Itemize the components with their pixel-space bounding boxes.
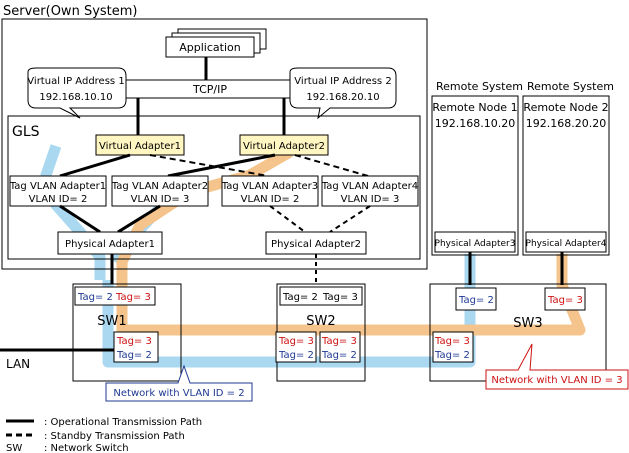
server-title: Server(Own System) <box>3 4 138 19</box>
sw2-left-tag2: Tag= 2 <box>278 350 314 361</box>
physical-adapter2-label: Physical Adapter2 <box>271 239 361 250</box>
tag-vlan-adapter3-id: VLAN ID= 2 <box>241 194 300 205</box>
sw2-right-port <box>319 331 361 363</box>
sw3-label: SW3 <box>513 316 542 331</box>
vip1-line1: Virtual IP Address 1 <box>27 76 124 87</box>
vlan2-callout-text: Network with VLAN ID = 2 <box>113 388 244 399</box>
sw1-port-tag3: Tag= 3 <box>116 336 152 347</box>
physical-adapter4 <box>525 231 607 253</box>
sw2-top-port <box>279 286 363 306</box>
va1-tag1-path <box>59 153 131 178</box>
remote-node2-box <box>522 95 610 256</box>
sw1-top-tag2: Tag= 2 <box>77 292 113 303</box>
application-label: Application <box>179 41 240 54</box>
sw1-port-tag2: Tag= 2 <box>116 350 152 361</box>
tag-vlan-adapter2-name: Tag VLAN Adapter2 <box>111 181 208 192</box>
tag-vlan-adapter4-name: Tag VLAN Adapter4 <box>321 181 418 192</box>
sw3-node1-port <box>455 287 497 311</box>
tag-vlan-adapter1-id: VLAN ID= 2 <box>29 194 88 205</box>
tag-vlan-adapter2-id: VLAN ID= 3 <box>131 194 190 205</box>
remote-node2-name: Remote Node 2 <box>523 101 608 114</box>
sw3-node2-tag3: Tag= 3 <box>547 295 583 306</box>
virtual-adapter1 <box>95 134 185 156</box>
virtual-adapter2 <box>239 134 329 156</box>
sw1-box <box>72 283 182 382</box>
va2-tag4-path <box>294 154 369 177</box>
sw1-label: SW1 <box>97 314 126 329</box>
gls-label: GLS <box>12 124 40 140</box>
tcpip-label: TCP/IP <box>192 83 227 96</box>
sw2-right-tag2: Tag= 2 <box>321 350 357 361</box>
vip2-bubble: Virtual IP Address 2 192.168.20.10 <box>289 67 397 120</box>
sw2-top-tag3: Tag= 3 <box>322 292 358 303</box>
physical-adapter3-label: Physical Adapter3 <box>435 239 516 249</box>
application-box <box>165 36 255 58</box>
sw3-left-tag3: Tag= 3 <box>434 336 470 347</box>
tag3-phys2-path <box>269 205 306 233</box>
tag-vlan-adapter1 <box>9 175 107 207</box>
vlan3-callout: Network with VLAN ID = 3 <box>485 343 629 390</box>
remote-system2-title: Remote System <box>527 80 614 93</box>
sw3-left-port <box>432 331 474 363</box>
virtual-adapter2-label: Virtual Adapter2 <box>243 141 325 152</box>
virtual-adapter1-label: Virtual Adapter1 <box>99 141 181 152</box>
tag-vlan-adapter3 <box>221 175 319 207</box>
remote-node1-ip: 192.168.10.20 <box>435 117 515 130</box>
sw3-node1-tag2: Tag= 2 <box>458 295 494 306</box>
gls-box <box>7 115 421 260</box>
sw2-left-tag3: Tag= 3 <box>278 336 314 347</box>
vlan2-callout: Network with VLAN ID = 2 <box>105 364 253 402</box>
sw2-left-port <box>275 331 317 363</box>
vip2-line2: 192.168.20.10 <box>306 92 379 103</box>
tag-vlan-adapter4-id: VLAN ID= 3 <box>341 194 400 205</box>
tag1-phys1-path <box>59 204 101 234</box>
sw2-right-tag3: Tag= 3 <box>321 336 357 347</box>
sw1-lan-port <box>113 331 159 363</box>
tag-vlan-adapter3-name: Tag VLAN Adapter3 <box>221 181 318 192</box>
tag-vlan-adapter1-name: Tag VLAN Adapter1 <box>9 181 106 192</box>
tag4-phys2-path <box>329 205 371 233</box>
lan-label: LAN <box>6 357 30 371</box>
sw1-top-port <box>74 286 156 306</box>
remote-node1-name: Remote Node 1 <box>432 101 517 114</box>
legend-sw-desc: : Network Switch <box>44 443 129 453</box>
sw3-node2-port <box>544 287 586 311</box>
legend-sw-abbr: SW <box>6 443 22 453</box>
vip1-line2: 192.168.10.10 <box>39 92 112 103</box>
sw2-label: SW2 <box>306 314 335 329</box>
sw1-top-tag3: Tag= 3 <box>115 292 151 303</box>
sw3-left-tag2: Tag= 2 <box>434 350 470 361</box>
va2-tag2-path <box>167 153 276 178</box>
va1-tag3-path <box>149 154 269 177</box>
legend-standby-text: : Standby Transmission Path <box>44 431 185 442</box>
tag2-phys1-path <box>117 204 161 234</box>
physical-adapter1 <box>57 231 163 255</box>
remote-node1-box <box>431 95 519 256</box>
remote-system1-title: Remote System <box>436 80 523 93</box>
sw2-top-tag2: Tag= 2 <box>282 292 318 303</box>
legend-operational-text: : Operational Transmission Path <box>44 417 202 428</box>
physical-adapter1-label: Physical Adapter1 <box>65 239 155 250</box>
tag-vlan-adapter2 <box>111 175 209 207</box>
remote-node2-ip: 192.168.20.20 <box>526 117 606 130</box>
vlan3-callout-text: Network with VLAN ID = 3 <box>491 375 622 386</box>
physical-adapter4-label: Physical Adapter4 <box>526 239 607 249</box>
vip2-line1: Virtual IP Address 2 <box>294 76 391 87</box>
vip1-bubble: Virtual IP Address 1 192.168.10.10 <box>27 67 127 119</box>
physical-adapter3 <box>434 231 516 253</box>
server-box <box>1 18 428 270</box>
